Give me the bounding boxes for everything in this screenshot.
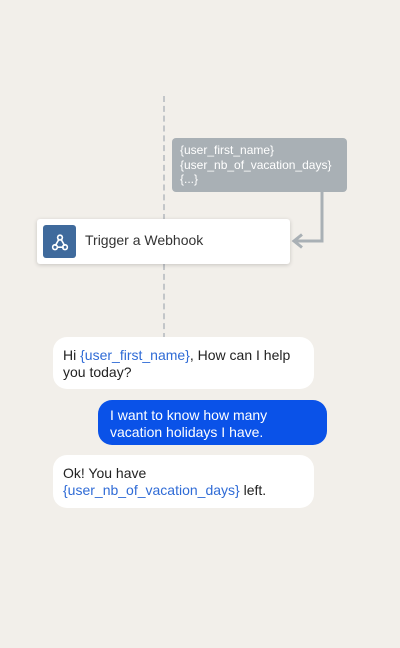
variable-line: {user_nb_of_vacation_days} bbox=[180, 157, 332, 172]
bot-message: Hi {user_first_name}, How can I help you… bbox=[53, 337, 314, 389]
variable-token: {user_first_name} bbox=[80, 347, 190, 363]
message-text: left. bbox=[239, 482, 267, 498]
variable-line: {user_first_name} bbox=[180, 143, 275, 157]
message-text: Hi bbox=[63, 347, 81, 363]
variable-token: {user_nb_of_vacation_days} bbox=[63, 482, 240, 498]
flow-connector-top bbox=[163, 96, 165, 220]
user-message: I want to know how many vacation holiday… bbox=[98, 400, 327, 445]
trigger-webhook-card[interactable]: Trigger a Webhook bbox=[37, 219, 290, 264]
flow-connector-bottom bbox=[163, 264, 165, 339]
variable-line: {...} bbox=[180, 172, 199, 186]
variables-box: {user_first_name} {user_nb_of_vacation_d… bbox=[172, 138, 347, 192]
webhook-icon bbox=[43, 225, 76, 258]
message-text: Ok! You have bbox=[63, 465, 147, 481]
bot-message: Ok! You have {user_nb_of_vacation_days} … bbox=[53, 455, 314, 508]
webhook-label: Trigger a Webhook bbox=[85, 232, 204, 248]
message-text: , How can I help you today? bbox=[63, 347, 291, 380]
message-text: I want to know how many vacation holiday… bbox=[110, 407, 268, 440]
